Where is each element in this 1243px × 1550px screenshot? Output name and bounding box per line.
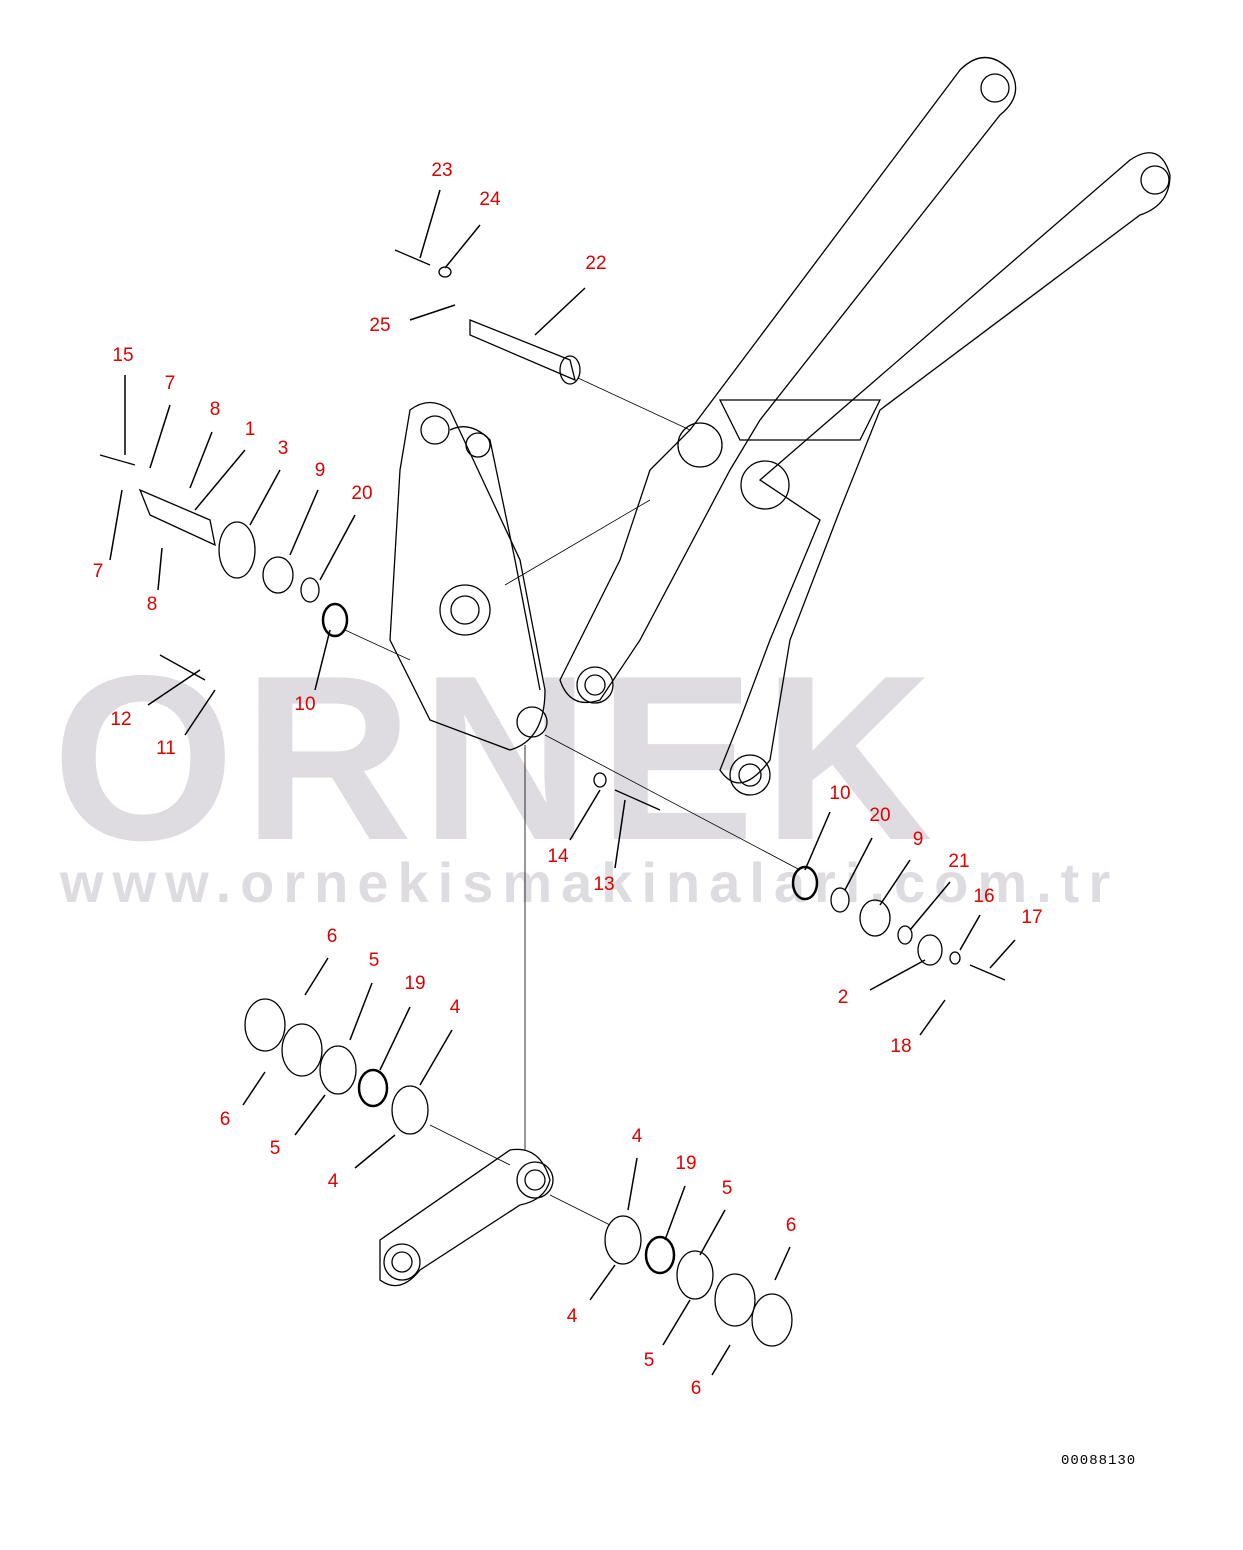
callout-12: 12 — [110, 709, 132, 730]
callout-6: 6 — [785, 1215, 797, 1236]
callout-17: 17 — [1021, 907, 1043, 928]
callout-9: 9 — [912, 829, 924, 850]
callout-4: 4 — [566, 1306, 578, 1327]
watermark-brand: ORNEK — [52, 626, 941, 889]
boom-arm-left — [559, 56, 1017, 704]
callout-19: 19 — [404, 973, 426, 994]
callout-2: 2 — [837, 987, 849, 1008]
callout-24: 24 — [479, 189, 501, 210]
callout-9: 9 — [314, 460, 326, 481]
callout-5: 5 — [269, 1138, 281, 1159]
callout-16: 16 — [973, 886, 995, 907]
tilt-link — [379, 1148, 551, 1287]
pin-22 — [469, 319, 576, 382]
boom-arm-right — [719, 152, 1171, 784]
callout-7: 7 — [164, 373, 176, 394]
callout-20: 20 — [869, 805, 891, 826]
callout-5: 5 — [721, 1178, 733, 1199]
callout-4: 4 — [449, 997, 461, 1018]
callout-6: 6 — [219, 1109, 231, 1130]
callout-23: 23 — [431, 160, 453, 181]
callout-6: 6 — [326, 926, 338, 947]
callout-14: 14 — [547, 846, 569, 867]
callout-8: 8 — [146, 594, 158, 615]
callout-13: 13 — [593, 874, 615, 895]
callout-7: 7 — [92, 561, 104, 582]
drawing-code: 00088130 — [1061, 1453, 1137, 1469]
watermark-url: www.ornekismakinalari.com.tr — [60, 851, 1120, 914]
callout-5: 5 — [368, 950, 380, 971]
callout-11: 11 — [156, 738, 176, 759]
callout-5: 5 — [643, 1350, 655, 1371]
bell-crank — [389, 401, 546, 751]
callout-21: 21 — [948, 851, 970, 872]
callout-25: 25 — [369, 315, 391, 336]
callout-1: 1 — [244, 419, 256, 440]
callout-3: 3 — [277, 438, 289, 459]
callout-10: 10 — [294, 694, 316, 715]
callout-18: 18 — [890, 1036, 912, 1057]
callout-19: 19 — [675, 1153, 697, 1174]
callout-8: 8 — [209, 399, 221, 420]
callout-6: 6 — [690, 1378, 702, 1399]
callout-10: 10 — [829, 783, 851, 804]
callout-4: 4 — [631, 1126, 643, 1147]
callout-15: 15 — [112, 345, 134, 366]
callout-4: 4 — [327, 1171, 339, 1192]
callout-22: 22 — [585, 253, 607, 274]
callout-20: 20 — [351, 483, 373, 504]
